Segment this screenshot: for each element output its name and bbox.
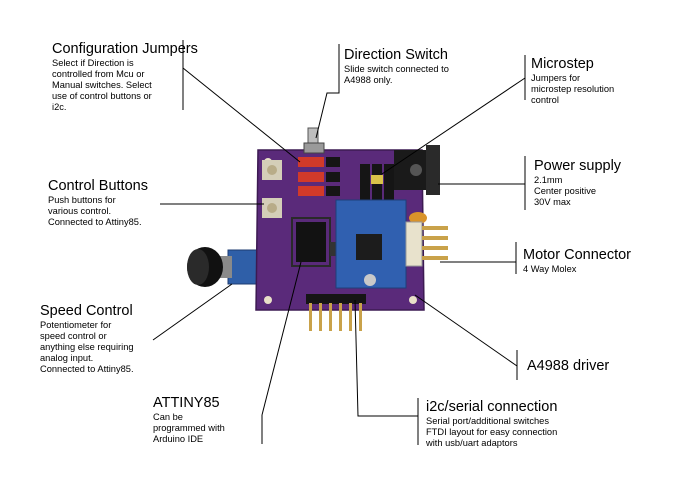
desc-line: anything else requiring	[40, 342, 134, 352]
desc-line: analog input.	[40, 353, 94, 363]
label-description: Can be programmed with Arduino IDE	[153, 412, 225, 445]
label-i2c-serial-connection: i2c/serial connection Serial port/additi…	[426, 399, 557, 449]
desc-line: Manual switches. Select	[52, 80, 152, 90]
capacitor	[409, 212, 427, 224]
microstep-jumper-block	[360, 164, 394, 204]
label-title: Microstep	[531, 56, 594, 72]
desc-line: Can be	[153, 412, 183, 422]
desc-line: 30V max	[534, 197, 571, 207]
label-description: 4 Way Molex	[523, 264, 631, 275]
desc-line: control	[531, 95, 559, 105]
motor-connector	[405, 221, 448, 267]
label-microstep: Microstep Jumpers for microstep resoluti…	[531, 56, 614, 106]
label-title: Motor Connector	[523, 247, 631, 263]
desc-line: microstep resolution	[531, 84, 615, 94]
label-description: 2.1mm Center positive 30V max	[534, 175, 621, 208]
desc-line: with usb/uart adaptors	[426, 438, 518, 448]
desc-line: Jumpers for	[531, 73, 581, 83]
desc-line: Serial port/additional switches	[426, 416, 549, 426]
desc-line: 2.1mm	[534, 175, 563, 185]
push-buttons	[262, 160, 282, 218]
desc-line: Connected to Attiny85.	[48, 217, 142, 227]
attiny85-chip	[291, 217, 344, 267]
config-jumper-block	[298, 157, 340, 196]
desc-line: Select if Direction is	[52, 58, 134, 68]
label-description: Push buttons for various control. Connec…	[48, 195, 148, 228]
desc-line: A4988 only.	[344, 75, 393, 85]
label-configuration-jumpers: Configuration Jumpers Select if Directio…	[52, 41, 198, 113]
serial-header-pins	[306, 294, 366, 331]
label-description: Potentiometer for speed control or anyth…	[40, 320, 134, 375]
desc-line: speed control or	[40, 331, 107, 341]
power-jack	[394, 145, 440, 195]
desc-line: Slide switch connected to	[344, 64, 449, 74]
label-description: Jumpers for microstep resolution control	[531, 73, 614, 106]
label-title: Configuration Jumpers	[52, 41, 198, 57]
desc-line: Potentiometer for	[40, 320, 112, 330]
desc-line: controlled from Mcu or	[52, 69, 145, 79]
desc-line: Arduino IDE	[153, 434, 204, 444]
desc-line: programmed with	[153, 423, 225, 433]
label-power-supply: Power supply 2.1mm Center positive 30V m…	[534, 158, 621, 208]
direction-slide-switch	[303, 127, 325, 154]
desc-line: i2c.	[52, 102, 67, 112]
label-title: Speed Control	[40, 303, 133, 319]
label-control-buttons: Control Buttons Push buttons for various…	[48, 178, 148, 228]
desc-line: FTDI layout for easy connection	[426, 427, 558, 437]
desc-line: Push buttons for	[48, 195, 116, 205]
label-attiny85: ATTINY85 Can be programmed with Arduino …	[153, 395, 225, 445]
label-title: i2c/serial connection	[426, 399, 558, 415]
label-motor-connector: Motor Connector 4 Way Molex	[523, 247, 631, 275]
desc-line: various control.	[48, 206, 112, 216]
label-direction-switch: Direction Switch Slide switch connected …	[344, 47, 449, 86]
label-title: ATTINY85	[153, 395, 220, 411]
label-title: Power supply	[534, 158, 622, 174]
desc-line: Connected to Attiny85.	[40, 364, 134, 374]
label-title: A4988 driver	[527, 358, 610, 374]
label-description: Select if Direction is controlled from M…	[52, 58, 182, 113]
leader-lines	[152, 40, 526, 445]
label-description: Serial port/additional switches FTDI lay…	[426, 416, 557, 449]
label-description: Slide switch connected to A4988 only.	[344, 64, 449, 86]
label-speed-control: Speed Control Potentiometer for speed co…	[40, 303, 134, 375]
label-a4988-driver: A4988 driver	[527, 358, 609, 374]
label-title: Direction Switch	[344, 47, 448, 63]
desc-line: use of control buttons or	[52, 91, 152, 101]
label-title: Control Buttons	[48, 178, 148, 194]
desc-line: Center positive	[534, 186, 597, 196]
desc-line: 4 Way Molex	[523, 264, 577, 274]
a4988-module	[335, 199, 407, 289]
